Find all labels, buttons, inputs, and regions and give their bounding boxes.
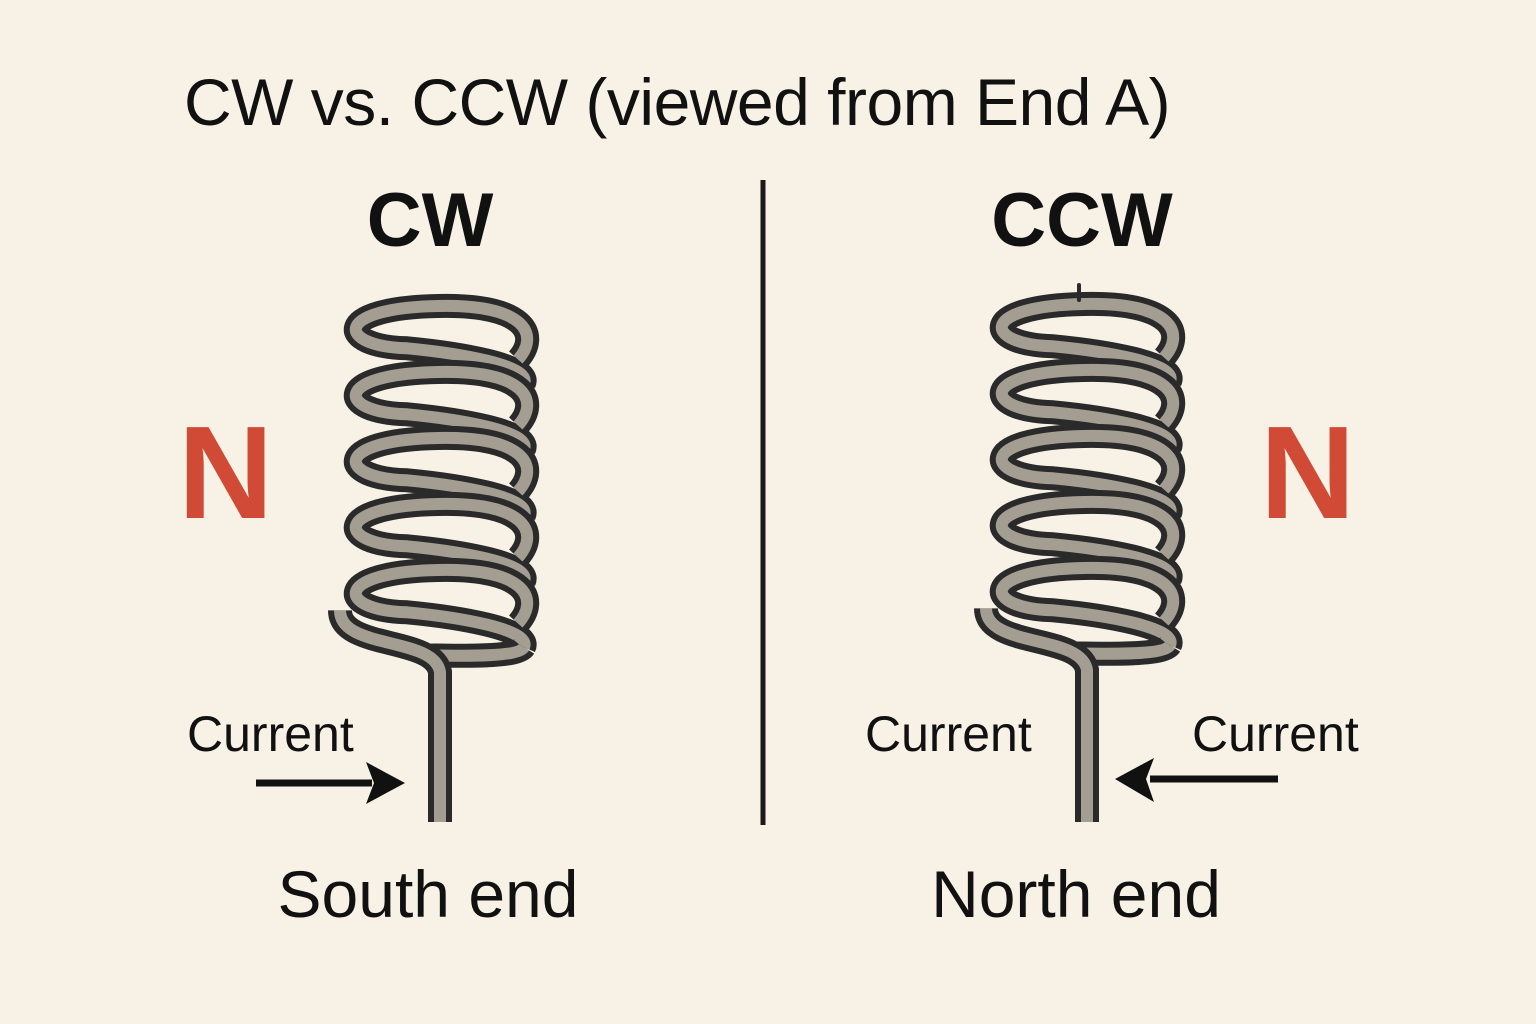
cw-coil-wire: [349, 365, 534, 452]
cw-coil-wire: [349, 497, 534, 584]
ccw-current-label-left: Current: [865, 706, 1032, 762]
cw-current-arrow-icon: [256, 762, 405, 804]
ccw-coil-wire: [995, 495, 1180, 582]
cw-panel-label: CW: [366, 178, 494, 263]
ccw-coil-wire: [995, 561, 1180, 648]
ccw-panel-label: CCW: [991, 178, 1173, 263]
cw-end-label: South end: [277, 857, 579, 931]
cw-coil-wire: [349, 299, 534, 386]
cw-north-pole-label: N: [178, 399, 274, 546]
cw-current-label: Current: [187, 706, 354, 762]
ccw-coil-wire: [995, 363, 1180, 450]
diagram-title: CW vs. CCW (viewed from End A): [184, 65, 1171, 139]
cw-coil-wire: [349, 563, 534, 650]
cw-coil-wire: [334, 609, 446, 822]
ccw-current-arrow-icon: [1115, 758, 1278, 802]
ccw-coil-wire: [995, 297, 1180, 384]
ccw-coil-wire: [980, 607, 1093, 822]
cw-coil-wire: [349, 431, 534, 518]
cw-coil: [328, 293, 540, 822]
ccw-current-label-right: Current: [1192, 706, 1359, 762]
ccw-north-pole-label: N: [1260, 399, 1356, 546]
ccw-coil: [974, 291, 1186, 822]
ccw-coil-wire: [995, 429, 1180, 516]
ccw-end-label: North end: [931, 857, 1221, 931]
